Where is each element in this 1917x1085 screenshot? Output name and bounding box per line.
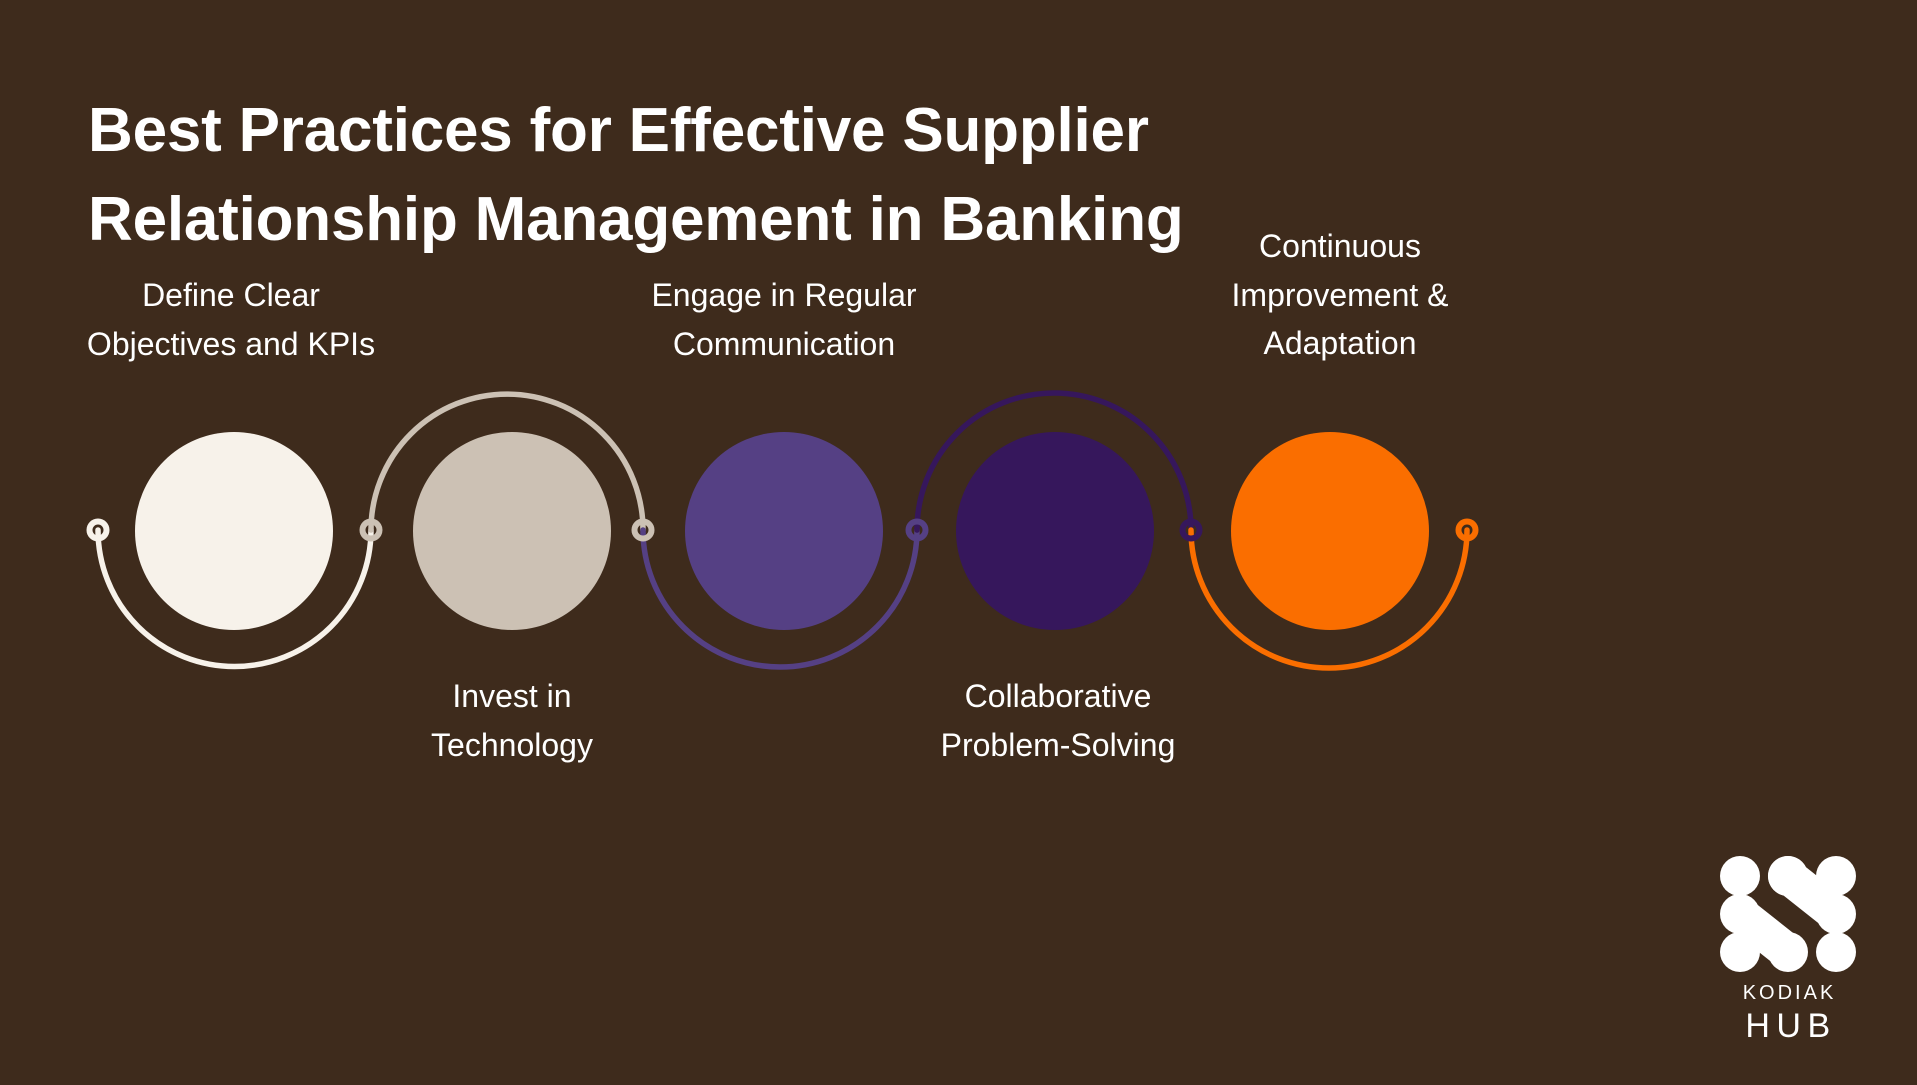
page-title: Best Practices for Effective Supplier Re…: [88, 86, 1788, 266]
node-circle-3[interactable]: [685, 432, 883, 630]
connector-endpoint-2: [359, 518, 383, 542]
kodiak-hub-logo: KODIAK HUB: [1718, 855, 1858, 1045]
connector-endpoint-4: [905, 518, 929, 542]
node-label-2: Invest in Technology: [431, 672, 593, 769]
connector-endpoint-5: [1179, 518, 1203, 542]
title-line-2: Relationship Management in Banking: [88, 185, 1184, 255]
node-label-5-line-3: Adaptation: [1263, 325, 1417, 362]
connector-arc-3: [640, 527, 920, 670]
node-label-5-line-1: Continuous: [1259, 228, 1421, 265]
connector-endpoints-layer: [86, 518, 1479, 542]
node-circle-5[interactable]: [1231, 432, 1429, 630]
node-label-5-line-2: Improvement &: [1231, 276, 1449, 313]
node-circle-1[interactable]: [135, 432, 333, 630]
node-label-3-line-2: Communication: [672, 325, 896, 362]
connector-arc-4: [914, 390, 1194, 533]
title-line-1: Best Practices for Effective Supplier: [88, 95, 1149, 165]
node-circle-2[interactable]: [413, 432, 611, 630]
connector-arc-2: [368, 391, 646, 533]
logo-wordmark: KODIAK HUB: [1718, 982, 1858, 1046]
node-label-2-line-2: Technology: [431, 726, 593, 763]
node-label-4-line-2: Problem-Solving: [940, 726, 1176, 763]
connector-endpoint-6: [1455, 518, 1479, 542]
node-label-1-line-1: Define Clear: [142, 276, 320, 313]
node-label-2-line-1: Invest in: [452, 678, 572, 714]
connectors-layer: [95, 390, 1470, 671]
node-label-3-line-1: Engage in Regular: [651, 276, 917, 313]
node-circle-4[interactable]: [956, 432, 1154, 630]
connector-endpoint-1: [86, 518, 110, 542]
logo-word-kodiak: KODIAK: [1742, 982, 1837, 1004]
node-circles-layer: [135, 432, 1429, 630]
logo-word-hub: HUB: [1745, 1007, 1837, 1045]
logo-dot-grid-icon: [1720, 856, 1856, 972]
node-label-4-line-1: Collaborative: [964, 678, 1152, 714]
connector-arc-1: [95, 527, 374, 670]
connector-arc-5: [1188, 527, 1470, 671]
node-label-1-line-2: Objectives and KPIs: [86, 325, 376, 362]
connector-endpoint-3: [631, 518, 655, 542]
